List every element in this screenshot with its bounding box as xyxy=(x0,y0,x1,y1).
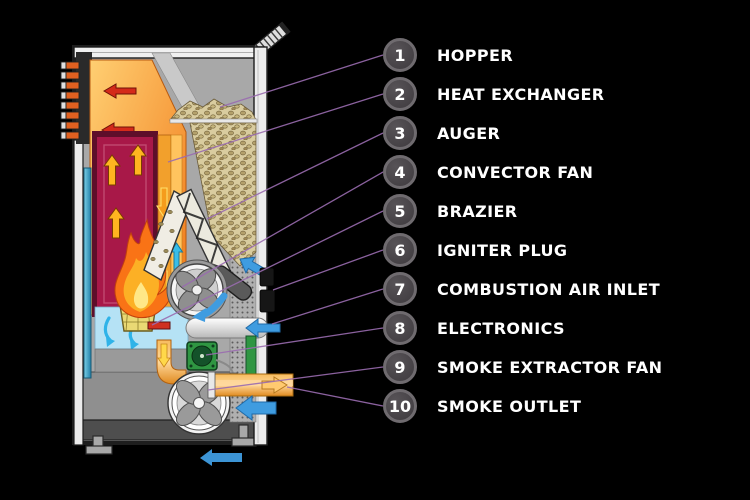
cabinet-trim xyxy=(73,46,268,446)
connector-10-smoke-outlet xyxy=(286,386,384,407)
legend-label: SMOKE OUTLET xyxy=(437,396,582,416)
stove-feet xyxy=(85,424,257,455)
igniter-plug-housing xyxy=(259,267,276,313)
convector-fan xyxy=(166,259,228,321)
connector-9-smoke-extractor-fan xyxy=(207,366,384,391)
heat-exchanger-fins xyxy=(60,52,92,144)
connector-4-convector-fan xyxy=(181,171,384,288)
connector-2-heat-exchanger xyxy=(167,93,384,163)
legend-item-smoke-outlet: 10 SMOKE OUTLET xyxy=(383,389,581,423)
legend-item-convector-fan: 4 CONVECTOR FAN xyxy=(383,155,593,189)
legend-item-igniter-plug: 6 IGNITER PLUG xyxy=(383,233,567,267)
legend-number-badge: 10 xyxy=(383,389,417,423)
smoke-duct xyxy=(156,339,187,385)
legend-number-badge: 5 xyxy=(383,194,417,228)
air-curve-arrow xyxy=(192,292,228,322)
legend-label: AUGER xyxy=(437,123,501,143)
smoke-out-arrow xyxy=(261,376,288,394)
connector-1-hopper xyxy=(219,54,384,108)
connector-lines xyxy=(151,54,384,407)
igniter-element xyxy=(147,321,171,330)
legend-label: ELECTRONICS xyxy=(437,318,565,338)
bottom-air-arrows xyxy=(200,395,277,466)
legend-item-smoke-extractor-fan: 9 SMOKE EXTRACTOR FAN xyxy=(383,350,662,384)
connector-5-brazier xyxy=(151,210,384,326)
legend-item-electronics: 8 ELECTRONICS xyxy=(383,311,565,345)
connector-7-combustion-air-inlet xyxy=(271,288,384,325)
hopper-divider xyxy=(169,118,258,124)
legend-item-hopper: 1 HOPPER xyxy=(383,38,513,72)
air-inlet-arrow xyxy=(245,318,281,338)
hopper-pellets xyxy=(169,98,258,267)
heat-rise-arrows xyxy=(103,144,147,239)
smoke-outlet-pipe xyxy=(207,371,294,399)
electronics-strip xyxy=(245,335,257,375)
legend-item-brazier: 5 BRAZIER xyxy=(383,194,518,228)
legend-number-badge: 2 xyxy=(383,77,417,111)
smoke-down-arrow xyxy=(157,343,171,368)
connector-3-auger xyxy=(206,132,384,220)
legend-item-combustion-air-inlet: 7 COMBUSTION AIR INLET xyxy=(383,272,660,306)
legend-number-badge: 9 xyxy=(383,350,417,384)
legend-label: HEAT EXCHANGER xyxy=(437,84,605,104)
door-glass-edge xyxy=(83,167,92,379)
legend-label: IGNITER PLUG xyxy=(437,240,568,260)
legend-label: COMBUSTION AIR INLET xyxy=(437,279,661,299)
legend-label: CONVECTOR FAN xyxy=(437,162,594,182)
legend-item-heat-exchanger: 2 HEAT EXCHANGER xyxy=(383,77,605,111)
legend-label: BRAZIER xyxy=(437,201,518,221)
legend-item-auger: 3 AUGER xyxy=(383,116,500,150)
legend-number-badge: 7 xyxy=(383,272,417,306)
legend-number-badge: 6 xyxy=(383,233,417,267)
legend-label: SMOKE EXTRACTOR FAN xyxy=(437,357,663,377)
legend-number-badge: 1 xyxy=(383,38,417,72)
connector-8-electronics xyxy=(205,327,384,356)
legend-number-badge: 8 xyxy=(383,311,417,345)
legend-number-badge: 4 xyxy=(383,155,417,189)
legend-number-badge: 3 xyxy=(383,116,417,150)
legend-label: HOPPER xyxy=(437,45,514,65)
connector-6-igniter-plug xyxy=(272,249,384,291)
